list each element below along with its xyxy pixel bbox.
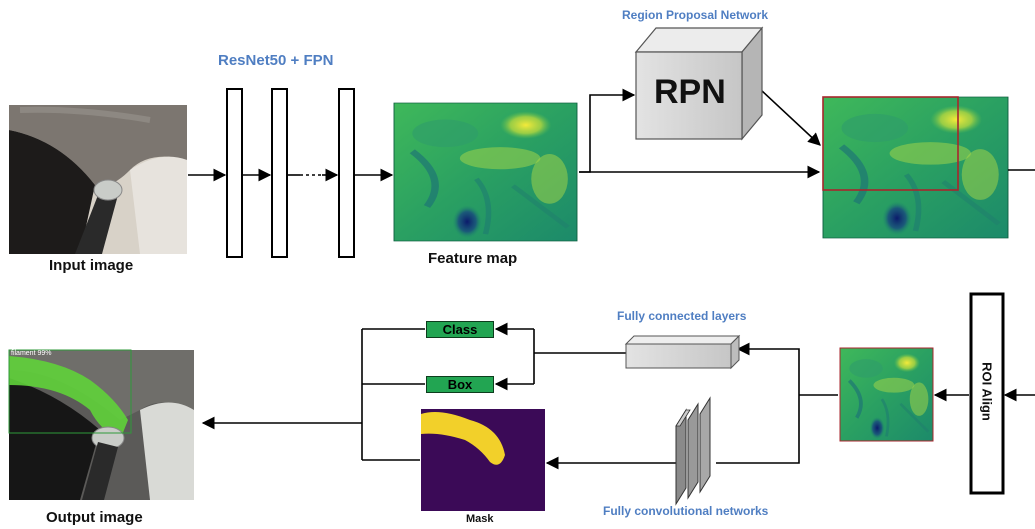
roi-align-block — [969, 292, 1005, 495]
roi-align-label: ROI Align — [979, 362, 995, 421]
fcn-plates — [675, 396, 711, 506]
fc-layers-label: Fully connected layers — [617, 309, 747, 323]
backbone-layer-n — [338, 88, 355, 258]
mask-label: Mask — [466, 513, 494, 525]
proposal-box — [822, 96, 959, 191]
mask-image — [421, 409, 545, 511]
backbone-layers — [226, 88, 355, 258]
feature-map — [394, 103, 577, 241]
roi-feature-map — [838, 346, 935, 443]
feature-map-label: Feature map — [428, 250, 518, 267]
rpn-title-label: Region Proposal Network — [622, 8, 769, 22]
backbone-layer-1 — [226, 88, 243, 258]
box-tag: Box — [426, 376, 494, 393]
proposal-feature-map — [823, 97, 1008, 238]
input-image — [9, 105, 187, 254]
head-arrows — [201, 322, 838, 470]
output-image — [8, 349, 194, 500]
backbone-label: ResNet50 + FPN — [218, 52, 334, 69]
rpn-label: RPN — [654, 73, 726, 111]
backbone-layer-2 — [271, 88, 288, 258]
rpn-cube — [634, 26, 764, 141]
rpn-arrows — [579, 88, 821, 179]
fc-layer-box — [624, 334, 741, 370]
output-image-label: Output image — [46, 509, 143, 526]
output-overlay-label: filament 99% — [11, 350, 52, 357]
class-tag: Class — [426, 321, 494, 338]
fcn-label: Fully convolutional networks — [603, 504, 769, 518]
input-image-label: Input image — [49, 257, 134, 274]
